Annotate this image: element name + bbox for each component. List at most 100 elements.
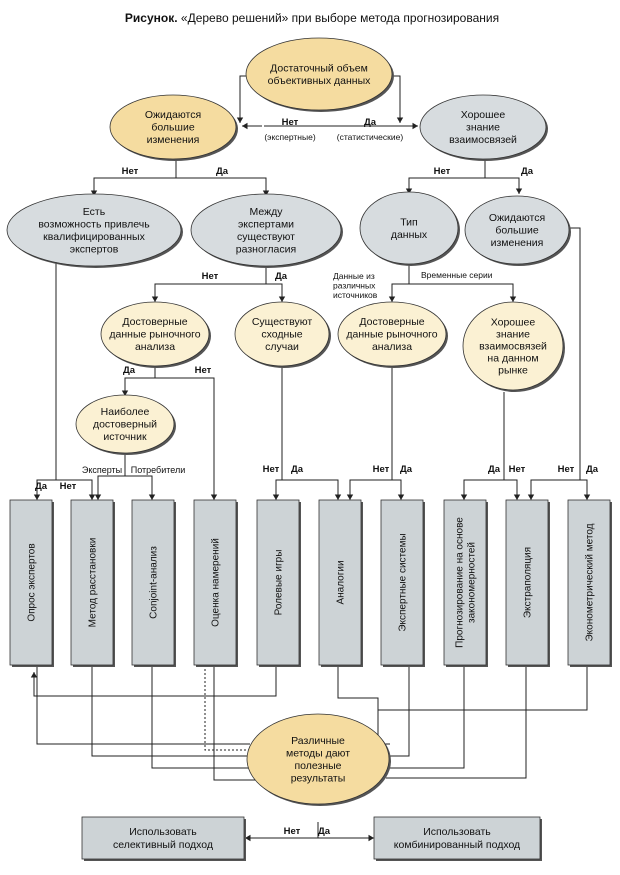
node-ellipse: [359, 191, 459, 265]
label-no: Нет: [558, 464, 575, 475]
method-box-rect: [9, 499, 53, 666]
method-box-rect: [505, 499, 549, 666]
node-ellipse: [6, 193, 182, 267]
arrowhead: [30, 672, 38, 678]
connector-line: [93, 155, 177, 196]
arrowhead: [278, 296, 286, 302]
node-label-line: большие: [495, 225, 539, 237]
arrowhead: [245, 834, 251, 842]
arrowhead: [90, 190, 98, 196]
method-box-rect: [70, 499, 114, 666]
node-label-line: взаимосвязей: [449, 134, 517, 146]
arrowhead: [388, 296, 396, 302]
outcome-label-line: селективный подход: [113, 839, 213, 851]
node-label-line: Достаточный объем: [270, 62, 368, 74]
arrowhead: [151, 296, 159, 302]
node-ellipse: [75, 394, 175, 454]
label-yes: Да: [291, 464, 304, 475]
method-label-line: Опрос экспертов: [27, 543, 38, 621]
node-ellipse: [234, 301, 330, 367]
node-ellipse: [464, 195, 570, 265]
node-label-line: данных: [391, 229, 428, 241]
label-consumers: Потребители: [131, 465, 186, 475]
node-label-line: Существуют: [252, 316, 312, 328]
node-label-line: изменения: [491, 237, 544, 249]
connector-line: [33, 665, 277, 697]
label-yes: Да: [123, 365, 136, 376]
connector-line: [125, 475, 153, 500]
label-yes: Да: [275, 271, 288, 282]
method-box-10: Эконометрический метод: [567, 499, 612, 667]
arrowhead: [412, 122, 418, 130]
node-label-line: Ожидаются: [145, 109, 201, 121]
method-box-5: Ролевые игры: [256, 499, 301, 667]
method-label-line: Оценка намерений: [211, 538, 222, 627]
node-label-line: данные рыночного: [109, 329, 200, 341]
method-box-rect: [443, 499, 487, 666]
method-box-4: Оценка намерений: [193, 499, 238, 667]
outcome-rect: [373, 816, 541, 860]
label-no: Нет: [509, 464, 526, 475]
method-box-rect: [318, 499, 362, 666]
label-yes: Да: [488, 464, 501, 475]
method-label: Эконометрический метод: [585, 523, 596, 641]
label-no: Нет: [122, 166, 139, 177]
node-label-line: большие: [151, 122, 195, 134]
connector-line: [388, 665, 465, 769]
label-no: Нет: [60, 481, 77, 492]
label-no: Нет: [195, 365, 212, 376]
arrowhead: [94, 494, 102, 500]
node-label-line: сходные: [261, 329, 302, 341]
label-statistical: (статистические): [337, 132, 404, 142]
label-no: Нет: [284, 826, 301, 837]
node-ellipse: [190, 193, 342, 267]
node-ellipse: [462, 301, 564, 391]
label-cross-sectional-line: различных: [333, 281, 376, 291]
label-yes: Да: [521, 166, 534, 177]
arrowhead: [527, 494, 535, 500]
arrowhead: [334, 494, 342, 500]
outcome-label-line: комбинированный подход: [394, 839, 520, 851]
node-label-line: методы дают: [286, 747, 350, 759]
node-ellipse: [100, 301, 210, 367]
node-label-line: Есть: [83, 206, 106, 218]
arrowhead: [509, 296, 517, 302]
method-label-line: закономерностей: [467, 542, 478, 623]
arrowhead: [148, 494, 156, 500]
connector-line: [408, 155, 486, 194]
connector-line: [349, 366, 393, 500]
method-box-rect: [380, 499, 424, 666]
arrowhead: [397, 494, 405, 500]
connector-line: [155, 377, 215, 500]
connector-line: [580, 479, 588, 500]
method-label: Опрос экспертов: [27, 543, 38, 621]
arrowhead: [460, 494, 468, 500]
arrowhead: [583, 494, 591, 500]
node-label-line: объективных данных: [268, 75, 371, 87]
connector-line: [392, 479, 402, 500]
method-label: Conjoint-анализ: [149, 546, 160, 619]
figure-title: Рисунок. «Дерево решений» при выборе мет…: [125, 11, 499, 25]
connector-lines: [30, 75, 591, 842]
outcome-rect: [81, 816, 245, 860]
